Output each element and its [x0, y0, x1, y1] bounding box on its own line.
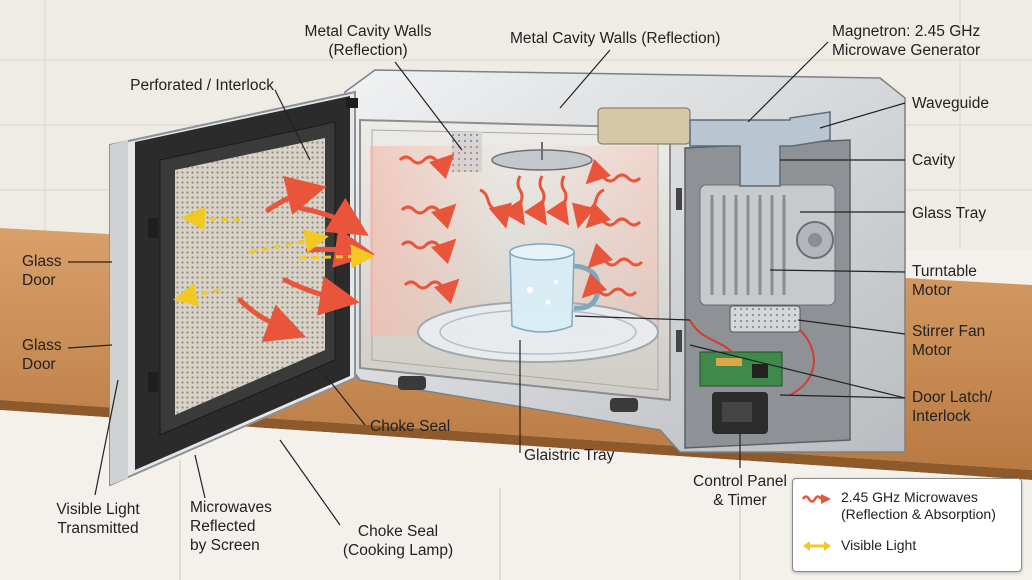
label-visible-light-transmitted: Visible Light Transmitted	[56, 501, 140, 537]
label-choke-seal-cooking-lamp: Choke Seal (Cooking Lamp)	[342, 523, 454, 559]
label-metal-cavity-walls: Metal Cavity Walls (Reflection)	[510, 30, 721, 47]
label-magnetron: Magnetron: 2.45 GHz Microwave Generator	[832, 23, 981, 59]
legend-item-microwaves: 2.45 GHz Microwaves (Reflection & Absorp…	[801, 489, 996, 523]
visible-light-arrows	[173, 206, 375, 307]
label-glass-tray: Glass Tray	[912, 205, 987, 222]
label-waveguide: Waveguide	[912, 95, 989, 112]
label-glass-door-upper: Glass Door	[22, 253, 62, 289]
label-stirrer-fan-motor: Stirrer Fan Motor	[912, 323, 986, 359]
legend-label-visible-light: Visible Light	[841, 537, 917, 553]
label-cavity: Cavity	[912, 152, 956, 169]
double-arrow-icon	[803, 541, 831, 551]
label-control-panel-timer: Control Panel & Timer	[693, 473, 787, 509]
label-door-latch-interlock: Door Latch/ Interlock	[912, 389, 993, 425]
microwave-wave-arrows	[398, 153, 644, 305]
wavy-arrow-icon	[801, 494, 831, 504]
label-perforated-interlock: Perforated / Interlock	[130, 77, 274, 94]
label-glass-door-lower: Glass Door	[22, 337, 62, 373]
component-compartment	[597, 107, 851, 449]
label-choke-seal: Choke Seal	[370, 418, 451, 435]
legend: 2.45 GHz Microwaves (Reflection & Absorp…	[792, 478, 1022, 572]
label-metal-cavity-walls-upper-left: Metal Cavity Walls (Reflection)	[304, 23, 432, 59]
label-turntable-motor: Turntable Motor	[912, 263, 977, 299]
leader-lines	[67, 41, 906, 526]
label-microwaves-reflected: Microwaves Reflected by Screen	[190, 499, 272, 554]
microwave-door	[109, 90, 358, 487]
label-glaistric-tray: Glaistric Tray	[524, 447, 615, 464]
legend-label-microwaves: 2.45 GHz Microwaves (Reflection & Absorp…	[841, 489, 996, 522]
legend-item-visible-light: Visible Light	[801, 537, 916, 555]
